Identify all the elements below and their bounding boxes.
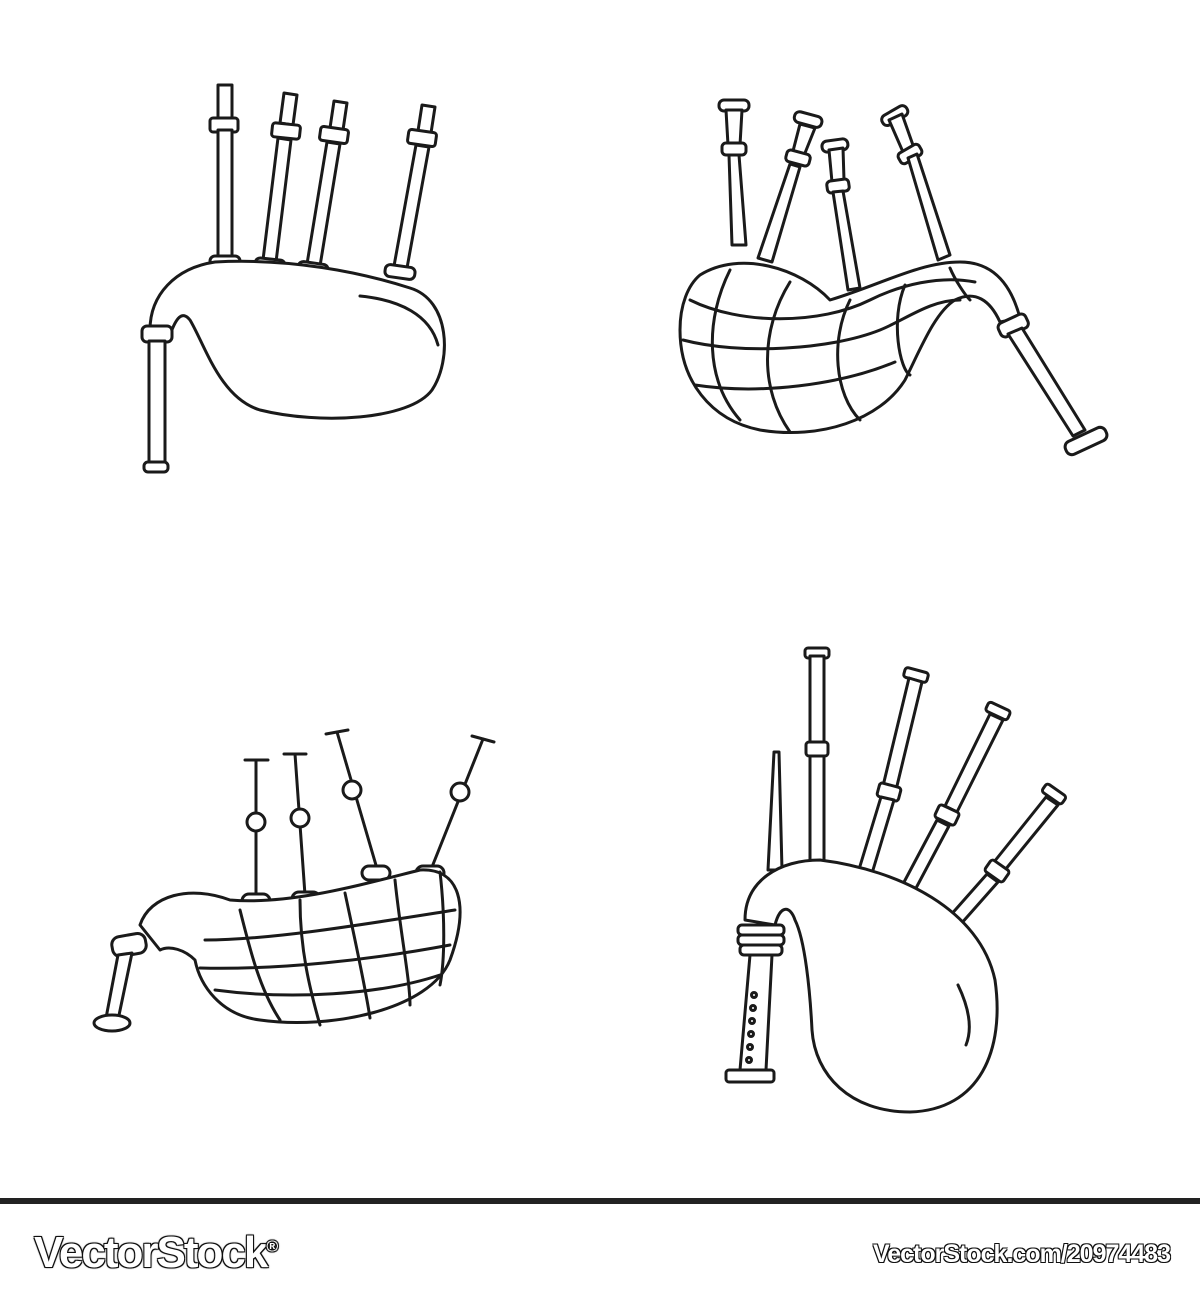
watermark-bar: VectorStock® VectorStock.com/20974483: [0, 1198, 1200, 1302]
vectorstock-logo: VectorStock®: [34, 1228, 279, 1277]
bagpipe-plain-icon: [140, 83, 446, 474]
bagpipe-chanter-icon: [724, 646, 1068, 1114]
image-reference: VectorStock.com/20974483: [872, 1240, 1171, 1268]
bagpipe-tartan-icon: [678, 98, 1109, 457]
bagpipe-tartan-bulb-icon: [92, 728, 496, 1033]
bagpipe-icon-set: [92, 83, 1109, 1114]
